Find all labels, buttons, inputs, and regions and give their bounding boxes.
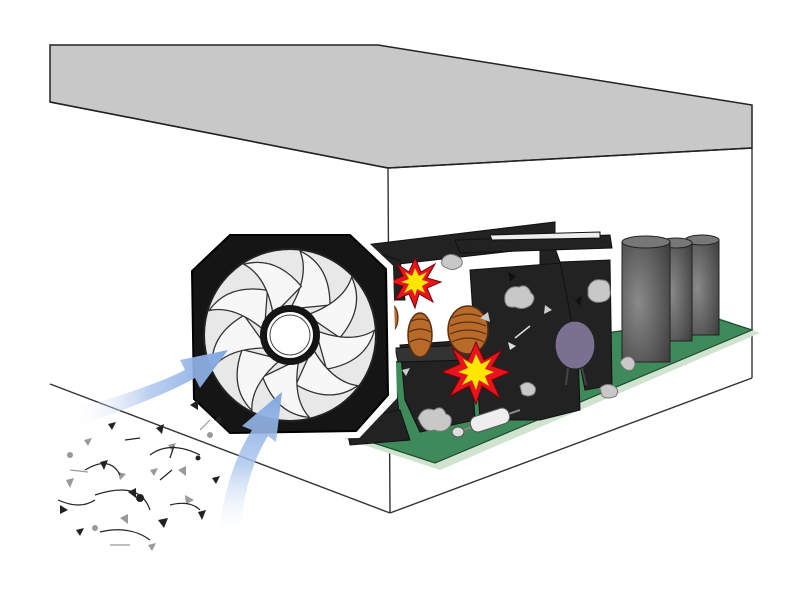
dust-clump-icon [587, 279, 611, 303]
airflow-arrow-icon [218, 392, 282, 538]
disc-capacitor [554, 320, 596, 386]
spark-icon [440, 340, 512, 406]
component-debris [402, 272, 582, 376]
enclosure-top [49, 44, 753, 169]
dust-clump-icon [504, 285, 535, 310]
dust-clump-icon [599, 383, 619, 399]
dust-clump-icon [441, 253, 463, 271]
dust-clump-icon [519, 381, 537, 397]
capacitor [621, 235, 671, 363]
inductor-coil [381, 303, 489, 358]
spark-icon [387, 256, 443, 310]
debris-particles-icon [57, 400, 222, 551]
resistor [451, 407, 521, 438]
fan-blades [207, 249, 376, 419]
dust-clump-icon [619, 356, 636, 371]
airflow-arrow-icon [70, 350, 228, 428]
dust-clump-icon [417, 407, 452, 432]
fan-icon [184, 228, 398, 441]
dust-clumps [417, 253, 636, 432]
capacitor-bank [621, 234, 720, 363]
